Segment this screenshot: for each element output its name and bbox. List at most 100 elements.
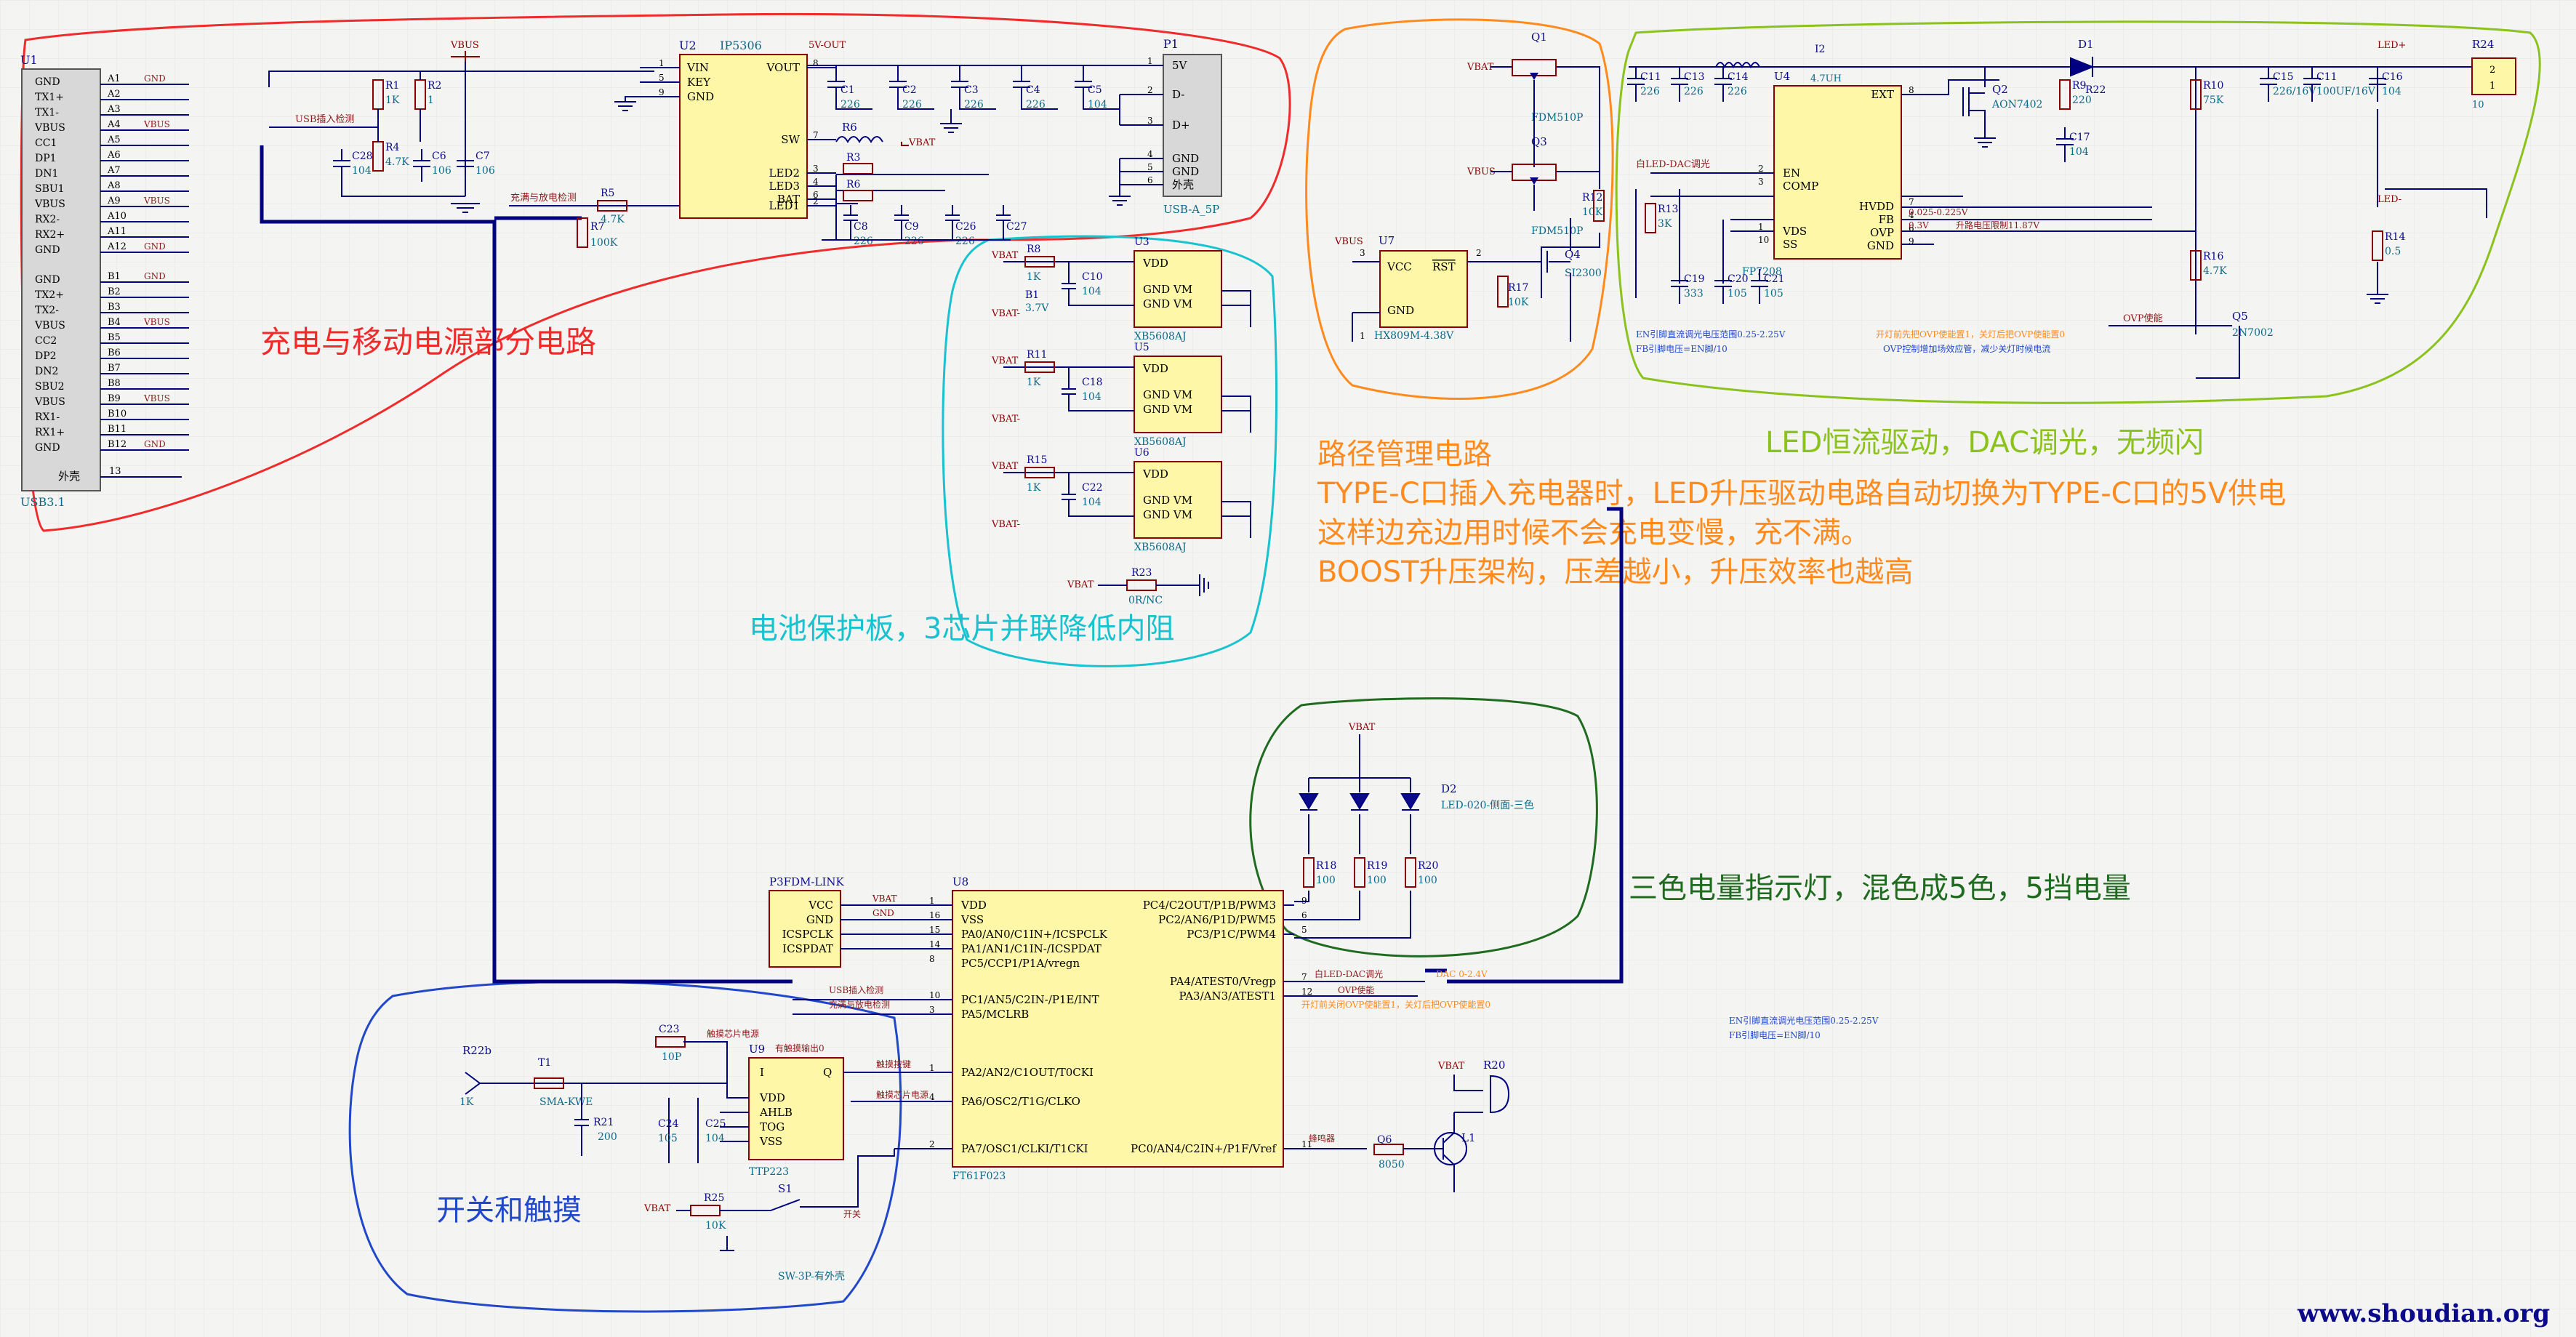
ip5306-pin-name: VIN (686, 61, 709, 74)
xb5608-chip (1133, 356, 1222, 433)
r7-value: 100K (590, 237, 618, 249)
fp7208-pin-name: COMP (1783, 180, 1818, 193)
battery-region-outline (942, 235, 1278, 667)
usb-designator: U1 (20, 53, 38, 67)
usb-pin-number: B8 (108, 378, 121, 389)
led-plus-label: LED+ (2378, 40, 2406, 51)
s1-value: SW-3P-有外壳 (778, 1270, 845, 1282)
q6-label: L1 (1461, 1131, 1476, 1144)
fp7208-pin-number: 1 (1758, 222, 1764, 232)
mcu-pin-number: 1 (929, 896, 935, 906)
capacitor-c9 (894, 205, 909, 240)
ovp-label-mcu: OVP使能 (1338, 984, 1374, 995)
mcu-pin-name: PC3/P1C/PWM4 (1187, 928, 1276, 941)
value-r14: 0.5 (2385, 246, 2401, 257)
r12-label: R12 (1582, 192, 1602, 204)
usb-out-pin-number: 3 (1147, 116, 1153, 126)
vbat-neg-label: VBAT- (991, 414, 1020, 425)
diode-d1 (2070, 57, 2095, 77)
label-r22: R22 (2085, 84, 2106, 96)
ip5306-pin-name: VOUT (766, 61, 800, 74)
value-r4: 4.7K (385, 156, 409, 168)
label-b1: B1 (1025, 289, 1039, 301)
usb-pin-number: A10 (107, 211, 127, 222)
usb-pin-net: VBUS (143, 119, 170, 129)
usb-out-pin-name: 5V (1172, 59, 1188, 72)
mcu-pin-name: PC5/CCP1/P1A/vregn (961, 957, 1080, 970)
ip5306-pin-name: SW (781, 133, 800, 146)
ip5306-value: IP5306 (720, 39, 762, 52)
resistor-r16 (2190, 250, 2202, 281)
usb-pin-name: GND (35, 76, 60, 88)
mcu-pin-number: 5 (1301, 925, 1307, 935)
usb-pin-number: A6 (107, 150, 121, 161)
resistor-r10 (2190, 79, 2202, 110)
r7-label: R7 (590, 221, 604, 233)
capacitor-c26 (945, 205, 960, 240)
value-c10: 104 (1082, 286, 1102, 297)
ip5306-pin-number: 7 (813, 130, 819, 140)
ovp-ctrl-note: OVP控制增加场效应管，减少关灯时候电流 (1883, 343, 2050, 354)
c24-value: 105 (658, 1133, 678, 1144)
mcu-pin-number: 8 (929, 954, 935, 964)
label-c22: C22 (1082, 482, 1103, 494)
usb-pin-number: A5 (107, 134, 121, 145)
usb-pin-name: TX1+ (35, 92, 64, 103)
label-r2: R2 (428, 80, 441, 92)
label-r10: R10 (2203, 80, 2223, 92)
usb-pin-name: RX2+ (35, 229, 65, 241)
vbat-label-buzzer: VBAT (1437, 1061, 1465, 1072)
mcu-pin-number: 9 (1301, 896, 1307, 906)
hx809-chip (1379, 250, 1468, 328)
mcu-pin-name: PA5/MCLRB (961, 1008, 1029, 1021)
ground-icon (940, 109, 962, 133)
usb-pin-name: GND (35, 244, 60, 256)
value-c28: 104 (352, 165, 372, 177)
value-r10: 75K (2203, 95, 2224, 106)
p2-value: 10 (2472, 100, 2484, 111)
mcu-pin-number: 3 (929, 1005, 935, 1015)
resistor-r19 (1354, 857, 1365, 888)
capacitor-c6 (413, 149, 430, 182)
label-r6: R6 (846, 179, 861, 190)
fp7208-pin-number: 9 (1909, 236, 1914, 246)
charge-detect-label: 充满与放电检测 (510, 192, 577, 204)
r24-label: C23 (659, 1024, 680, 1035)
usb-out-pin-number: 1 (1147, 56, 1153, 66)
ip5306-pin-number: 3 (813, 164, 819, 174)
usb-pin-number: B7 (108, 363, 121, 374)
value-r8: 1K (1027, 271, 1041, 283)
usb-pin-number: B2 (108, 286, 121, 297)
usb-pin-name: SBU1 (35, 183, 65, 195)
annotations: 充电与移动电源部分电路 电池保护板，3芯片并联降低内阻 路径管理电路 TYPE-… (260, 324, 2286, 1227)
dac-label: 白LED-DAC调光 (1636, 158, 1710, 170)
value-c26: 226 (955, 236, 975, 247)
capacitor-c7 (457, 149, 474, 182)
value-r11: 1K (1027, 377, 1041, 388)
label-i2: I2 (1815, 44, 1825, 55)
hx809-pin-gnd: GND (1387, 304, 1414, 317)
d2-designator: D2 (1441, 782, 1457, 795)
xb-pin-gnd-vm: GND VM (1143, 388, 1192, 401)
ttp223-pin-vdd: VDD (759, 1091, 785, 1104)
capacitor-c11 (1627, 67, 1645, 102)
fp7208-pin-number: 10 (1758, 235, 1769, 245)
vbat-label: VBAT (991, 356, 1019, 366)
xb-pin-gnd-vm: GND VM (1143, 403, 1192, 416)
hx809-pin-rst: RST (1432, 260, 1456, 273)
fp7208-pin-name: EN (1783, 166, 1800, 180)
label-r13: R13 (1658, 204, 1678, 215)
r17-value: 10K (1508, 297, 1529, 308)
fp7208-pin-number: 6 (1909, 223, 1914, 233)
t1-value: 1K (460, 1096, 474, 1108)
vbat-label-q1: VBAT (1466, 62, 1494, 73)
usb-pin-number: B1 (108, 271, 121, 282)
label-c27: C27 (1006, 221, 1027, 233)
mcu-pin-name: PC0/AN4/C2IN+/P1F/Vref (1131, 1142, 1277, 1155)
q3-label: Q3 (1531, 135, 1547, 148)
resistor-r11 (1024, 361, 1055, 373)
vbat-label-r23: VBAT (1067, 579, 1094, 590)
value-c4: 226 (1026, 99, 1046, 111)
usb-out-pin-name: GND (1172, 152, 1199, 165)
